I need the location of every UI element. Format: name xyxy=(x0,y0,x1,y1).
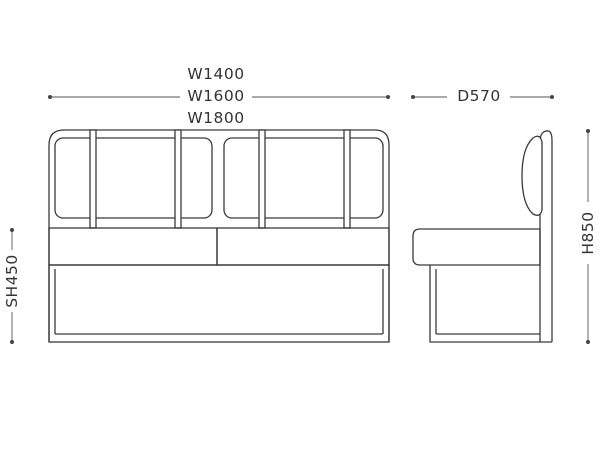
width-dimension-line xyxy=(48,95,390,99)
seat-cushion-right xyxy=(216,227,390,266)
side-base xyxy=(429,265,552,343)
width-label-1600: W1600 xyxy=(187,87,244,105)
width-label-1400: W1400 xyxy=(187,65,244,83)
back-strap xyxy=(343,129,351,229)
side-view: D570 H850 xyxy=(411,87,597,344)
side-seat-cushion xyxy=(412,228,541,266)
seat-cushion-left xyxy=(48,227,218,266)
depth-label: D570 xyxy=(457,87,501,105)
depth-dimension-line xyxy=(411,95,554,99)
back-strap xyxy=(258,129,266,229)
front-view: W1400 W1600 W1800 SH450 xyxy=(3,65,390,344)
side-back-cushion xyxy=(521,135,543,216)
back-panel-right xyxy=(223,137,384,219)
front-frame-outline xyxy=(48,129,390,342)
back-panel-left xyxy=(54,137,213,219)
height-label: H850 xyxy=(579,211,597,254)
back-strap xyxy=(174,129,182,229)
front-base xyxy=(48,264,390,343)
height-dimension-line xyxy=(586,129,590,344)
seat-height-label: SH450 xyxy=(3,254,21,308)
width-label-1800: W1800 xyxy=(187,109,244,127)
back-strap xyxy=(89,129,97,229)
seat-height-dimension-line xyxy=(10,228,14,344)
